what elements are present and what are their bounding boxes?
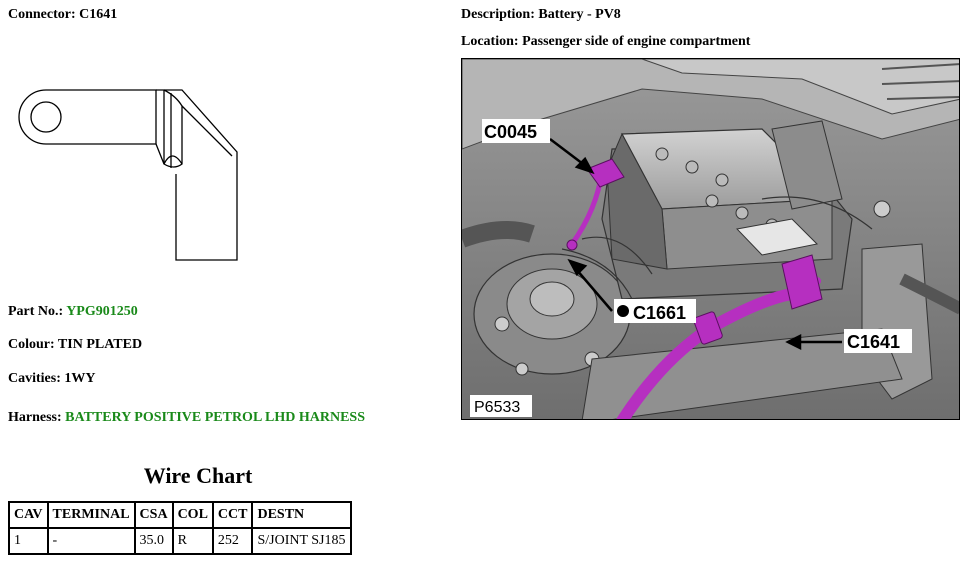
part-no-label: Part No.: <box>8 304 64 319</box>
harness-value[interactable]: BATTERY POSITIVE PETROL LHD HARNESS <box>65 410 365 425</box>
description-label: Description: <box>461 7 535 22</box>
terminal-body <box>164 89 238 261</box>
cell-cct: 252 <box>211 527 254 555</box>
table-row: 1 - 35.0 R 252 S/JOINT SJ185 <box>8 527 352 555</box>
colour-line: Colour: TIN PLATED <box>8 337 142 353</box>
header-terminal: TERMINAL <box>46 501 136 529</box>
location-line: Location: Passenger side of engine compa… <box>461 34 750 50</box>
description-value: Battery - PV8 <box>538 7 621 22</box>
part-no-value[interactable]: YPG901250 <box>66 304 138 319</box>
wire-chart-title: Wire Chart <box>143 463 253 488</box>
cell-destn: S/JOINT SJ185 <box>251 527 352 555</box>
c0045-terminal <box>586 158 625 188</box>
cavities-line: Cavities: 1WY <box>8 371 96 387</box>
header-cav: CAV <box>8 501 49 529</box>
wire-chart-table: CAV TERMINAL CSA COL CCT DESTN 1 - 35.0 … <box>8 501 352 555</box>
ring-terminal-hole <box>30 101 62 133</box>
ring-terminal-eye <box>18 89 157 145</box>
cell-csa: 35.0 <box>133 527 174 555</box>
c1641-terminal <box>781 254 823 310</box>
header-csa: CSA <box>133 501 174 529</box>
colour-label: Colour: <box>8 337 55 352</box>
c1661-clip <box>693 311 723 345</box>
header-destn: DESTN <box>251 501 352 529</box>
location-label: Location: <box>461 34 519 49</box>
cell-cav: 1 <box>8 527 49 555</box>
cavities-label: Cavities: <box>8 371 61 386</box>
c1661-bullet <box>617 305 629 317</box>
connector-drawing <box>18 89 238 261</box>
header-cct: CCT <box>211 501 254 529</box>
callout-c1661: C1661 <box>633 303 686 323</box>
harness-line: Harness: BATTERY POSITIVE PETROL LHD HAR… <box>8 410 365 426</box>
wire-chart-header-row: CAV TERMINAL CSA COL CCT DESTN <box>8 501 352 529</box>
callout-c1641: C1641 <box>847 332 900 352</box>
cell-terminal: - <box>46 527 136 555</box>
colour-value: TIN PLATED <box>57 337 143 352</box>
c1661-point <box>566 239 578 251</box>
connector-line: Connector: C1641 <box>8 7 117 23</box>
header-col: COL <box>171 501 214 529</box>
connector-label: Connector: <box>8 7 76 22</box>
cell-col: R <box>171 527 214 555</box>
description-line: Description: Battery - PV8 <box>461 7 621 23</box>
cavities-value: 1WY <box>64 371 96 386</box>
photo-ref: P6533 <box>474 399 520 416</box>
location-value: Passenger side of engine compartment <box>522 34 751 49</box>
connector-value: C1641 <box>79 7 118 22</box>
location-photo: C0045 C1661 C1641 P6533 <box>461 58 960 420</box>
callout-c0045: C0045 <box>484 122 537 142</box>
part-no-line: Part No.: YPG901250 <box>8 304 138 320</box>
harness-label: Harness: <box>8 410 62 425</box>
engine-bay-illustration: C0045 C1661 C1641 P6533 <box>462 59 959 419</box>
